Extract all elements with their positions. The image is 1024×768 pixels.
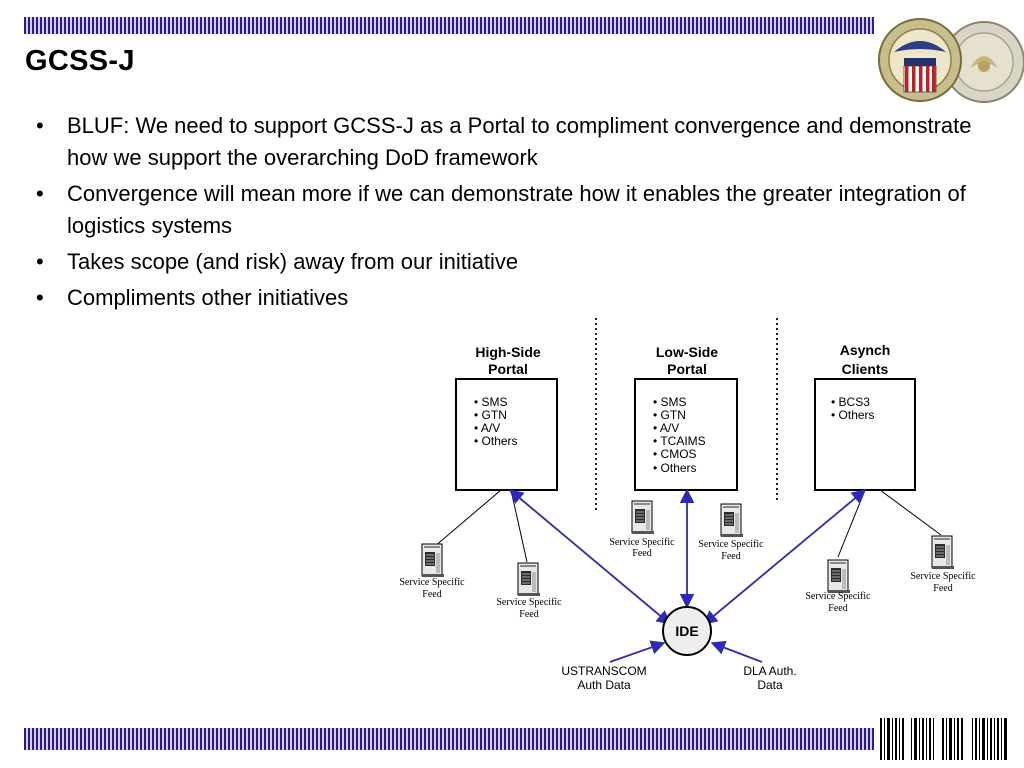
bullet-item: • Convergence will mean more if we can de… bbox=[36, 178, 986, 242]
feed-label: Feed bbox=[828, 603, 847, 614]
arrow-ide-high-side bbox=[508, 489, 672, 625]
asynch-clients-box bbox=[814, 378, 916, 491]
low-side-item: • GTN bbox=[653, 408, 686, 422]
feed-label: Service Specific bbox=[698, 539, 764, 550]
bullet-item: • Compliments other initiatives bbox=[36, 282, 986, 314]
high-side-item: • A/V bbox=[474, 421, 500, 435]
high-side-portal-title: High-Side bbox=[475, 344, 541, 360]
dla-auth-label: Data bbox=[757, 678, 783, 692]
asynch-clients-title: Asynch bbox=[840, 342, 891, 358]
asynch-item: • BCS3 bbox=[831, 395, 870, 409]
low-side-item: • CMOS bbox=[653, 447, 697, 461]
slide-title: GCSS-J bbox=[25, 45, 135, 77]
bullet-text: Compliments other initiatives bbox=[67, 285, 349, 310]
low-side-item: • TCAIMS bbox=[653, 434, 706, 448]
bullet-list: • BLUF: We need to support GCSS-J as a Po… bbox=[36, 110, 986, 318]
ustranscom-label: Auth Data bbox=[577, 678, 631, 692]
top-decorative-band bbox=[24, 17, 874, 34]
low-side-item: • SMS bbox=[653, 395, 687, 409]
server-icon bbox=[827, 559, 851, 594]
bullet-item: • Takes scope (and risk) away from our in… bbox=[36, 246, 986, 278]
low-side-item: • Others bbox=[653, 461, 697, 475]
logo-seals bbox=[878, 18, 1024, 103]
low-side-item: • A/V bbox=[653, 421, 679, 435]
bullet-text: BLUF: We need to support GCSS-J as a Por… bbox=[67, 113, 972, 170]
low-side-portal-title: Low-Side bbox=[656, 344, 718, 360]
feed-label: Feed bbox=[519, 609, 538, 620]
arrow-dla-to-ide bbox=[710, 640, 763, 663]
asynch-item: • Others bbox=[831, 408, 875, 422]
feed-connector bbox=[837, 489, 866, 558]
server-icon bbox=[421, 543, 445, 578]
feed-label: Service Specific bbox=[399, 577, 465, 588]
high-side-item: • Others bbox=[474, 434, 518, 448]
bullet-text: Convergence will mean more if we can dem… bbox=[67, 181, 966, 238]
server-icon bbox=[517, 562, 541, 597]
dla-seal-icon bbox=[878, 18, 962, 102]
feed-connector bbox=[879, 489, 942, 536]
ide-node bbox=[662, 606, 712, 656]
arrow-ide-asynch bbox=[702, 489, 867, 625]
high-side-item: • GTN bbox=[474, 408, 507, 422]
server-icon bbox=[631, 500, 655, 535]
bullet-glyph: • bbox=[36, 249, 44, 274]
bullet-glyph: • bbox=[36, 181, 44, 206]
dla-auth-label: DLA Auth. bbox=[743, 664, 796, 678]
high-side-portal-box bbox=[455, 378, 558, 491]
bottom-decorative-band bbox=[24, 728, 874, 750]
server-icon bbox=[931, 535, 955, 570]
asynch-clients-title: Clients bbox=[842, 361, 889, 377]
low-side-portal-title: Portal bbox=[667, 361, 707, 377]
feed-connector bbox=[510, 489, 528, 563]
arrow-ustranscom-to-ide bbox=[609, 640, 666, 663]
bullet-glyph: • bbox=[36, 285, 44, 310]
feed-label: Feed bbox=[933, 583, 952, 594]
feed-label: Feed bbox=[721, 551, 740, 562]
feed-label: Service Specific bbox=[805, 591, 871, 602]
high-side-portal-title: Portal bbox=[488, 361, 528, 377]
feed-label: Service Specific bbox=[609, 537, 675, 548]
bullet-text: Takes scope (and risk) away from our ini… bbox=[67, 249, 519, 274]
feed-label: Service Specific bbox=[910, 571, 976, 582]
feed-connector bbox=[433, 489, 502, 548]
bullet-glyph: • bbox=[36, 113, 44, 138]
feed-label: Feed bbox=[632, 548, 651, 559]
ide-label: IDE bbox=[675, 623, 698, 639]
low-side-portal-box bbox=[634, 378, 738, 491]
bullet-item: • BLUF: We need to support GCSS-J as a Po… bbox=[36, 110, 986, 174]
navy-seal-icon bbox=[943, 21, 1024, 103]
high-side-item: • SMS bbox=[474, 395, 508, 409]
server-icon bbox=[720, 503, 744, 538]
barcode-icon bbox=[878, 716, 1010, 762]
feed-label: Service Specific bbox=[496, 597, 562, 608]
feed-label: Feed bbox=[422, 589, 441, 600]
ustranscom-label: USTRANSCOM bbox=[561, 664, 646, 678]
